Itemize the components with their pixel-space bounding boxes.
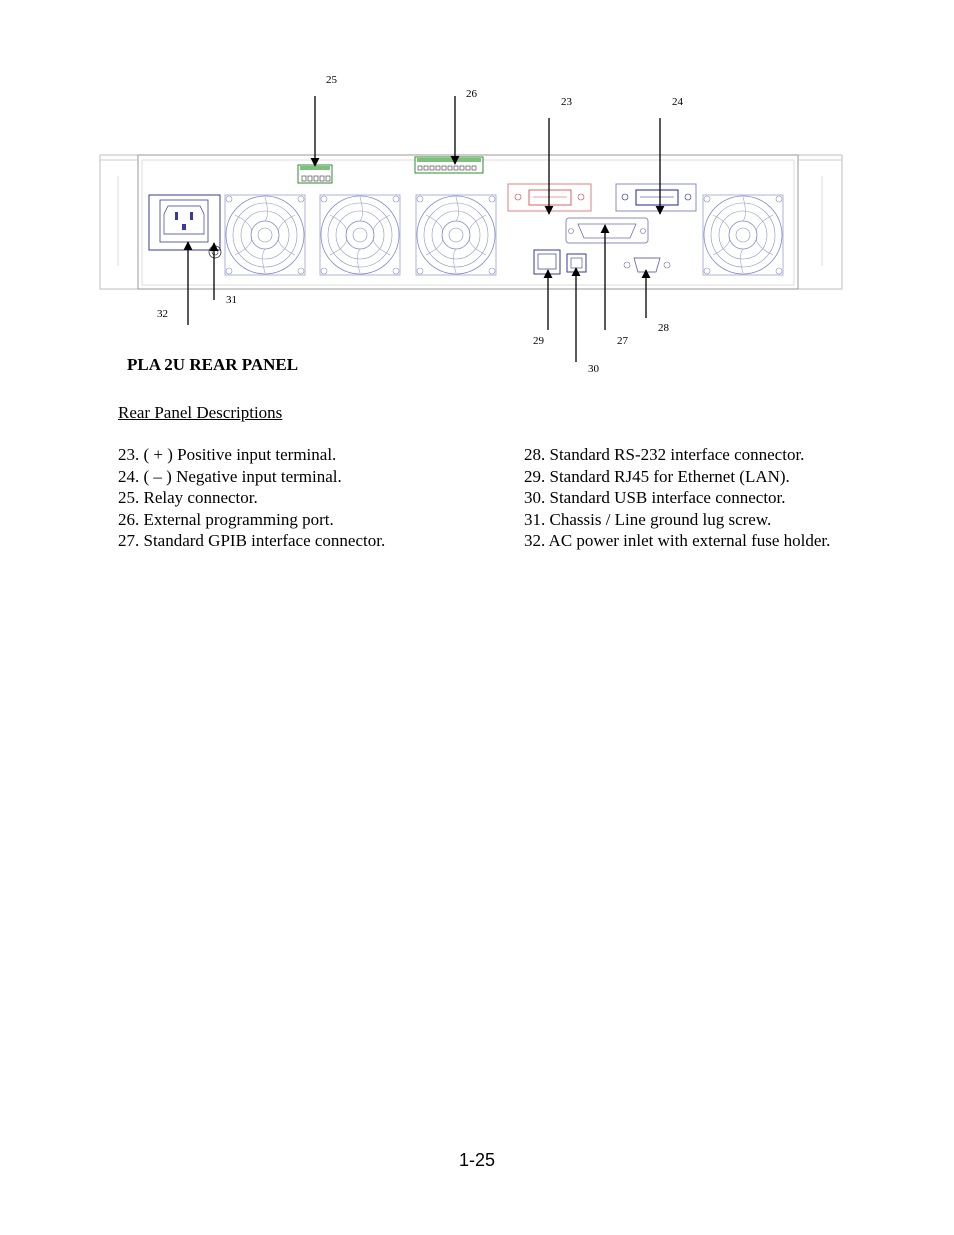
callout-number: 31 (226, 294, 237, 306)
description-list-left: 23. ( + ) Positive input terminal. 24. (… (118, 444, 385, 552)
callout-number: 25 (326, 74, 337, 86)
cooling-fan (415, 194, 497, 276)
description-item: 31. Chassis / Line ground lug screw. (524, 509, 772, 529)
rs232-connector (623, 257, 671, 273)
rj45-ethernet-port (533, 249, 561, 275)
description-list-right: 28. Standard RS-232 interface connector.… (524, 444, 830, 552)
callout-number: 26 (466, 88, 477, 100)
callout-number: 30 (588, 363, 599, 375)
description-item: 28. Standard RS-232 interface connector. (524, 445, 805, 464)
external-programming-port (414, 156, 484, 174)
negative-input-terminal (615, 183, 697, 212)
description-item: 29. Standard RJ45 for Ethernet (LAN). (524, 466, 790, 486)
callout-number: 24 (672, 96, 683, 108)
cooling-fan (224, 194, 306, 276)
callout-number: 29 (533, 335, 544, 347)
callout-number: 32 (157, 308, 168, 320)
ground-lug-screw (208, 245, 222, 259)
description-item: 25. Relay connector. (118, 488, 258, 508)
description-item: 26. External programming port. (118, 509, 334, 529)
description-item: 23. ( + ) Positive input terminal. (118, 445, 337, 464)
callout-number: 28 (658, 322, 669, 334)
page-number: 1-25 (458, 1150, 496, 1170)
section-heading: Rear Panel Descriptions (118, 403, 283, 422)
relay-connector (297, 164, 333, 184)
callout-number: 27 (617, 335, 628, 347)
description-item: 24. ( – ) Negative input terminal. (118, 466, 342, 486)
cooling-fan (702, 194, 784, 276)
callout-leaders (183, 96, 665, 362)
description-item: 30. Standard USB interface connector. (524, 488, 786, 508)
chassis-outline (99, 154, 843, 290)
callout-number: 23 (561, 96, 572, 108)
gpib-connector (565, 217, 649, 244)
description-item: 27. Standard GPIB interface connector. (118, 531, 386, 551)
description-item: 32. AC power inlet with external fuse ho… (524, 531, 831, 551)
ac-power-inlet (148, 194, 221, 251)
cooling-fan (319, 194, 401, 276)
panel-title: PLA 2U REAR PANEL (127, 355, 299, 374)
rear-panel-diagram (99, 96, 843, 362)
